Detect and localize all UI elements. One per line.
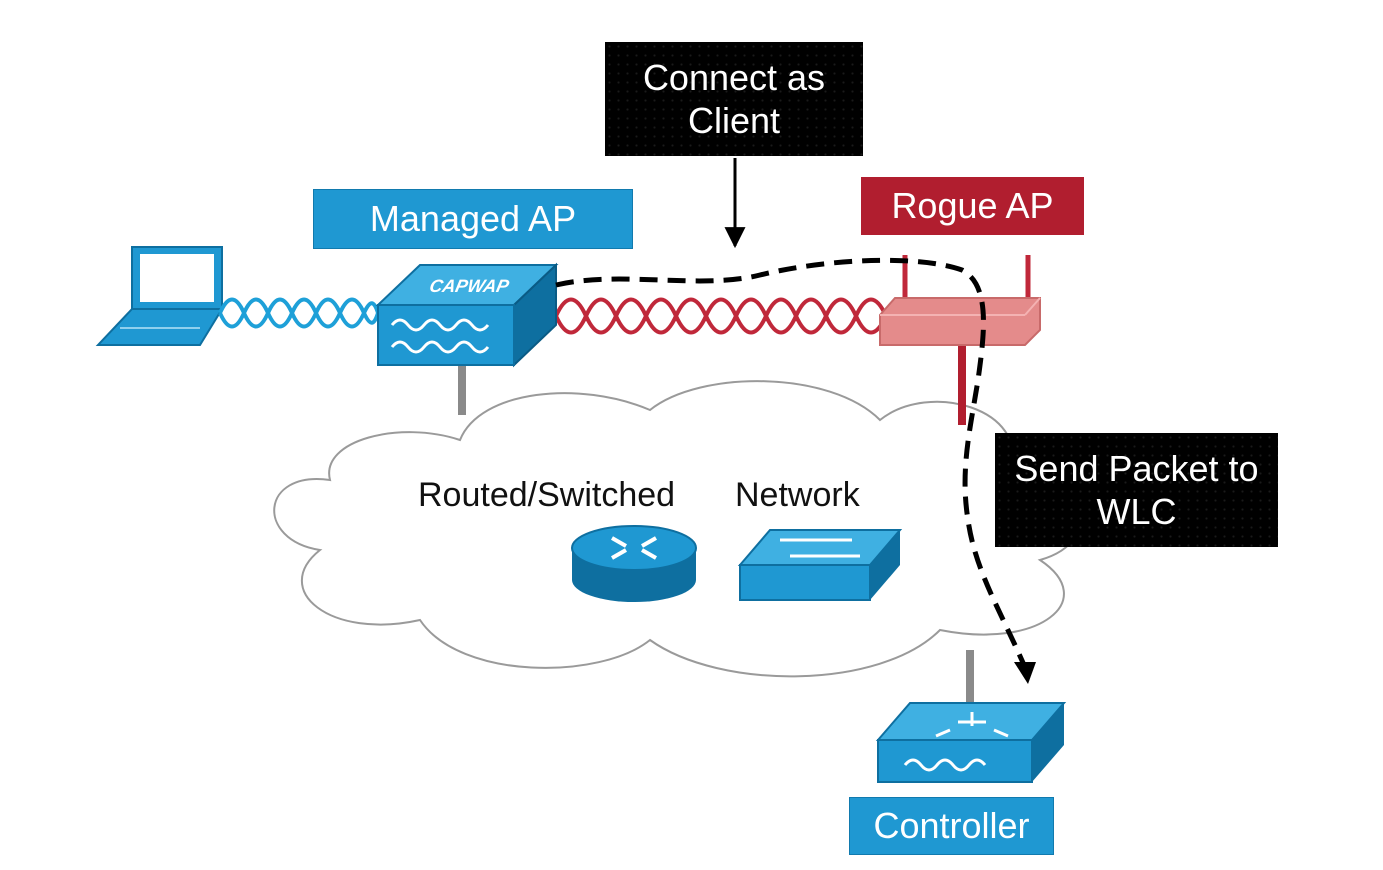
managed-ap-text: Managed AP xyxy=(369,198,577,240)
rogue-ap-label: Rogue AP xyxy=(861,177,1084,235)
controller-text: Controller xyxy=(873,805,1030,847)
network-cloud xyxy=(273,380,1081,678)
connect-as-client-callout: Connect as Client xyxy=(605,42,863,156)
network-label: Network xyxy=(735,476,860,515)
router-icon xyxy=(571,525,697,602)
rogue-ap-text: Rogue AP xyxy=(891,185,1054,227)
capwap-label: CAPWAP xyxy=(428,276,512,296)
packet-path xyxy=(555,257,1027,667)
client-wireless-link xyxy=(218,297,380,329)
network-text: Network xyxy=(735,476,860,514)
laptop-icon xyxy=(95,246,224,346)
controller-label: Controller xyxy=(849,797,1054,855)
rogue-wireless-link xyxy=(554,297,888,335)
routed-switched-label: Routed/Switched xyxy=(418,476,675,515)
managed-ap-icon: CAPWAP xyxy=(375,262,559,368)
send-packet-callout: Send Packet to WLC xyxy=(995,433,1278,547)
controller-icon xyxy=(875,702,1067,783)
connect-as-client-text: Connect as Client xyxy=(642,56,826,141)
packet-arrowhead xyxy=(1014,662,1036,684)
routed-switched-text: Routed/Switched xyxy=(418,476,676,514)
managed-ap-label: Managed AP xyxy=(313,189,633,249)
switch-icon xyxy=(737,529,903,601)
send-packet-text: Send Packet to WLC xyxy=(1014,447,1259,532)
